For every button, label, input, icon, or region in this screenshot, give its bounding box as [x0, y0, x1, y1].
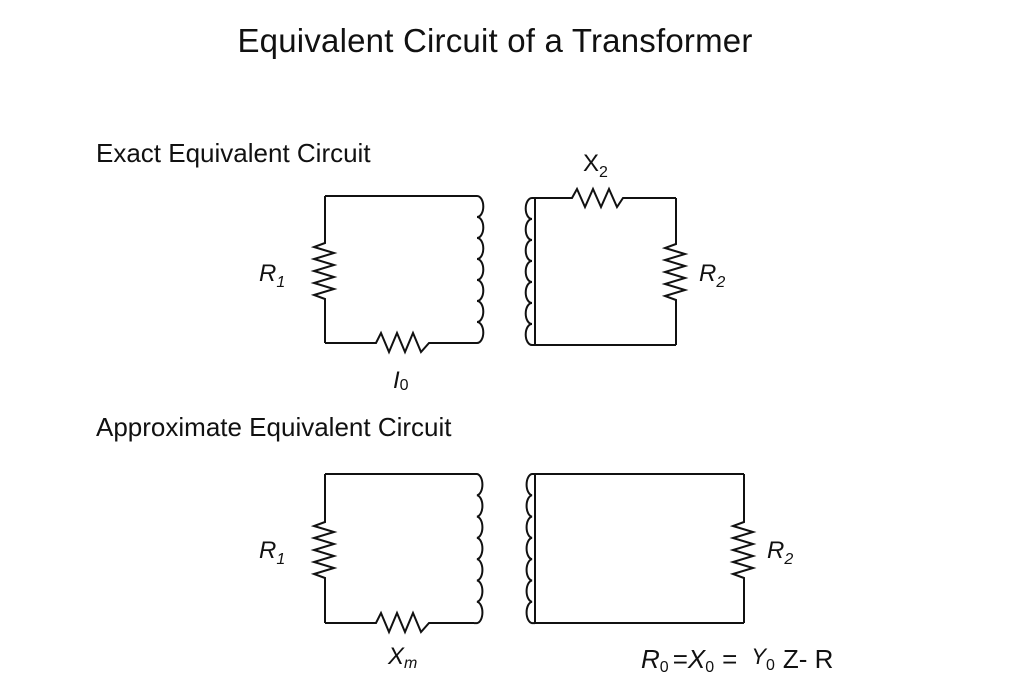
exact-secondary-coil: [524, 197, 535, 346]
approx-xm-label: Xm: [387, 643, 417, 672]
exact-r2-label: R2: [699, 260, 725, 291]
approx-secondary-loop: [525, 473, 757, 625]
exact-secondary-loop: [524, 186, 689, 346]
approx-primary-coil: [474, 473, 484, 625]
approx-r1-resistor: [310, 474, 338, 623]
exact-primary-coil: [474, 195, 485, 344]
approx-r2-resistor: [729, 474, 757, 623]
exact-r1-resistor: [310, 196, 338, 343]
exact-circuit-heading: Exact Equivalent Circuit: [96, 138, 371, 168]
page-title: Equivalent Circuit of a Transformer: [237, 22, 753, 59]
exact-x2-label: X2: [583, 150, 608, 181]
exact-i0-label: I0: [393, 367, 409, 394]
exact-primary-loop: [310, 195, 485, 355]
exact-r1-label: R1: [259, 260, 285, 291]
approx-xm-reactance: [325, 610, 474, 635]
approx-circuit-heading: Approximate Equivalent Circuit: [96, 412, 452, 442]
exact-r2-resistor: [661, 198, 689, 345]
approx-r1-label: R1: [259, 537, 285, 568]
approx-primary-loop: [310, 473, 484, 635]
exact-primary-bottom-resistor: [325, 330, 474, 355]
approx-secondary-coil: [525, 473, 535, 625]
approx-r2-label: R2: [767, 537, 793, 568]
exact-x2-reactance: [535, 186, 676, 210]
